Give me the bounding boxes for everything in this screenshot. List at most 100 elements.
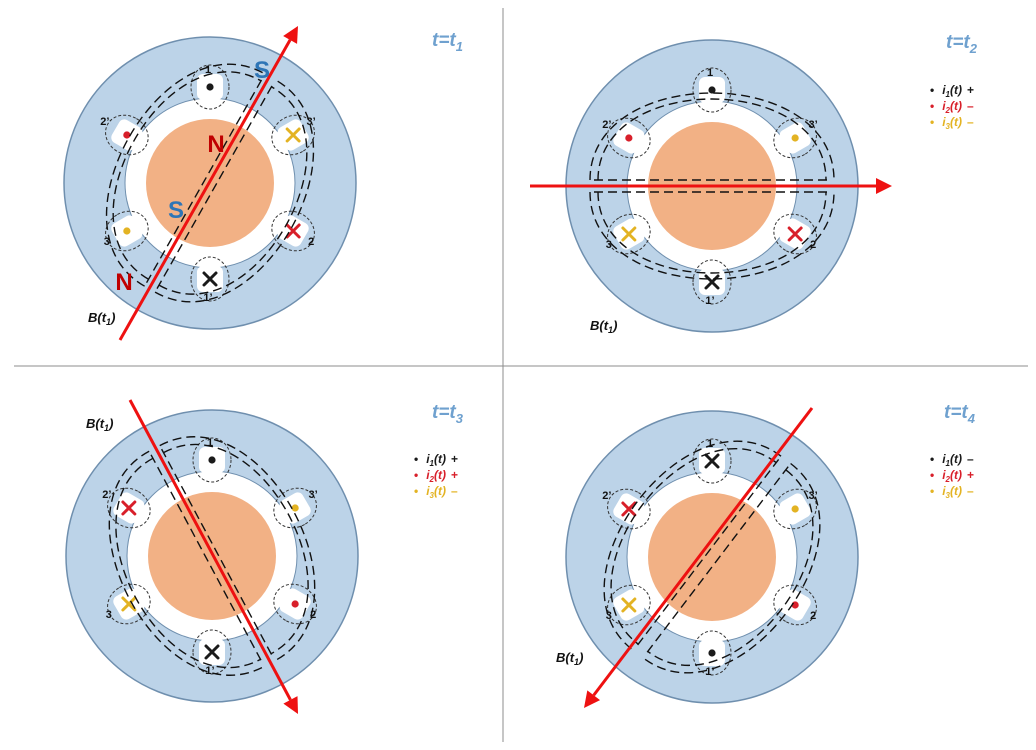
legend-item: •i3(t)– bbox=[930, 484, 974, 500]
panel-title-sub: 3 bbox=[456, 411, 464, 426]
slot-outline-s2 bbox=[773, 213, 817, 255]
field-label-sub: 1 bbox=[608, 325, 613, 335]
legend-main: i bbox=[426, 484, 430, 498]
field-label-sub: 1 bbox=[574, 657, 579, 667]
slot-outline-s2p bbox=[107, 487, 151, 529]
current-cross-s1p bbox=[704, 274, 720, 290]
flux-lines bbox=[105, 63, 315, 303]
legend-main: i bbox=[942, 468, 946, 482]
field-label-sub: 1 bbox=[104, 423, 109, 433]
slot-label-s3p: 3’ bbox=[307, 116, 316, 128]
field-label: B(t1) bbox=[86, 416, 113, 433]
flux-loop-lower bbox=[154, 79, 315, 303]
flux-loop-lower bbox=[108, 450, 265, 676]
panel-title-sub: 2 bbox=[969, 41, 978, 56]
legend-sub: 2 bbox=[429, 475, 435, 484]
pole-s: S bbox=[168, 197, 184, 224]
current-cross-s2 bbox=[285, 223, 301, 239]
field-arrow-line bbox=[118, 39, 292, 341]
flux-lines bbox=[589, 92, 835, 280]
panel-title-main: t=t bbox=[944, 402, 968, 423]
field-arrow-head bbox=[283, 26, 298, 44]
legend-main: i bbox=[426, 468, 430, 482]
slot-label-s3: 3 bbox=[606, 610, 612, 622]
pole-n: N bbox=[115, 269, 132, 296]
flux-axis-lower bbox=[635, 458, 780, 648]
slot-label-s3: 3 bbox=[606, 239, 612, 251]
legend-sign: + bbox=[451, 452, 458, 466]
slot-outline-s1p bbox=[692, 259, 732, 305]
current-cross-s2p bbox=[121, 500, 137, 516]
current-cross-s1 bbox=[704, 453, 720, 469]
current-cross-s1p bbox=[204, 644, 220, 660]
legend-sign: – bbox=[967, 484, 974, 498]
slot-label-s2p: 2’ bbox=[602, 119, 611, 131]
flux-axis-upper bbox=[145, 77, 264, 284]
legend-sign: + bbox=[967, 83, 974, 97]
current-dot-s1 bbox=[206, 83, 214, 91]
field-arrow-head bbox=[584, 690, 601, 708]
legend-bullet: • bbox=[930, 115, 934, 129]
flux-loop-upper bbox=[159, 436, 316, 662]
flux-loop-lower bbox=[589, 191, 835, 280]
legend-sub: 2 bbox=[945, 475, 951, 484]
field-label-main: B(t bbox=[590, 318, 609, 333]
legend-rest: (t) bbox=[434, 468, 446, 482]
legend-sub: 3 bbox=[430, 491, 435, 500]
legend-bullet: • bbox=[414, 468, 418, 482]
flux-lines bbox=[108, 436, 316, 676]
legend-main: i bbox=[942, 115, 946, 129]
legend-item: •i2(t)– bbox=[930, 99, 974, 115]
slot-label-s1: 1 bbox=[707, 438, 713, 450]
current-dot-s2p bbox=[123, 131, 131, 139]
flux-loop-lower bbox=[597, 191, 827, 274]
field-arrow-line bbox=[592, 407, 814, 697]
slot-label-s3: 3 bbox=[106, 609, 112, 621]
panel-title: t=t1 bbox=[432, 30, 463, 54]
field-arrow-line bbox=[128, 399, 292, 701]
current-dot-s3p bbox=[291, 504, 299, 512]
flux-loop-lower bbox=[115, 457, 261, 668]
slot-label-s2p: 2’ bbox=[100, 116, 109, 128]
slot-label-s1p: 1’ bbox=[705, 295, 714, 307]
field-label-close: ) bbox=[109, 310, 115, 325]
field-arrow-head bbox=[283, 696, 298, 714]
slot-outline-s1 bbox=[692, 67, 732, 113]
current-dot-s2p bbox=[625, 134, 633, 142]
legend-bullet: • bbox=[930, 468, 934, 482]
legend-sign: – bbox=[967, 115, 974, 129]
slot-outline-s1p bbox=[192, 629, 232, 675]
legend-item: •i3(t)– bbox=[414, 484, 458, 500]
legend-rest: (t) bbox=[950, 484, 962, 498]
panel-title-sub: 4 bbox=[967, 411, 976, 426]
flux-loop-upper bbox=[647, 469, 814, 666]
panel-3: 13’21’32’B(t1)t=t3•i1(t)+•i2(t)+•i3(t)– bbox=[65, 399, 464, 714]
legend-main: i bbox=[942, 99, 946, 113]
current-dot-s3p bbox=[791, 134, 799, 142]
slot-label-s1: 1 bbox=[707, 67, 713, 79]
panel-title: t=t4 bbox=[944, 402, 976, 426]
flux-loop-upper bbox=[589, 92, 835, 181]
legend-item: •i3(t)– bbox=[930, 115, 974, 131]
current-dot-s2 bbox=[291, 600, 299, 608]
current-cross-s2 bbox=[787, 226, 803, 242]
slot-label-s3: 3 bbox=[104, 236, 110, 248]
current-dot-s3 bbox=[123, 227, 131, 235]
legend-item: •i1(t)+ bbox=[930, 83, 974, 99]
field-arrow-head bbox=[876, 178, 892, 194]
slot-outline-s2p bbox=[607, 117, 651, 159]
slot-outline-s2 bbox=[273, 583, 317, 625]
legend-rest: (t) bbox=[950, 99, 962, 113]
legend-bullet: • bbox=[414, 484, 418, 498]
panel-2: 13’21’32’B(t1)t=t2•i1(t)+•i2(t)–•i3(t)– bbox=[530, 32, 978, 335]
panel-title: t=t2 bbox=[946, 32, 978, 56]
field-label-main: B(t bbox=[556, 650, 575, 665]
legend-main: i bbox=[942, 83, 946, 97]
slot-label-s3p: 3’ bbox=[809, 490, 818, 502]
field-label: B(t1) bbox=[88, 310, 115, 327]
panel-title-main: t=t bbox=[946, 32, 970, 53]
legend-bullet: • bbox=[930, 99, 934, 113]
legend-sign: – bbox=[967, 452, 974, 466]
current-cross-s1p bbox=[202, 271, 218, 287]
current-cross-s3 bbox=[621, 226, 637, 242]
